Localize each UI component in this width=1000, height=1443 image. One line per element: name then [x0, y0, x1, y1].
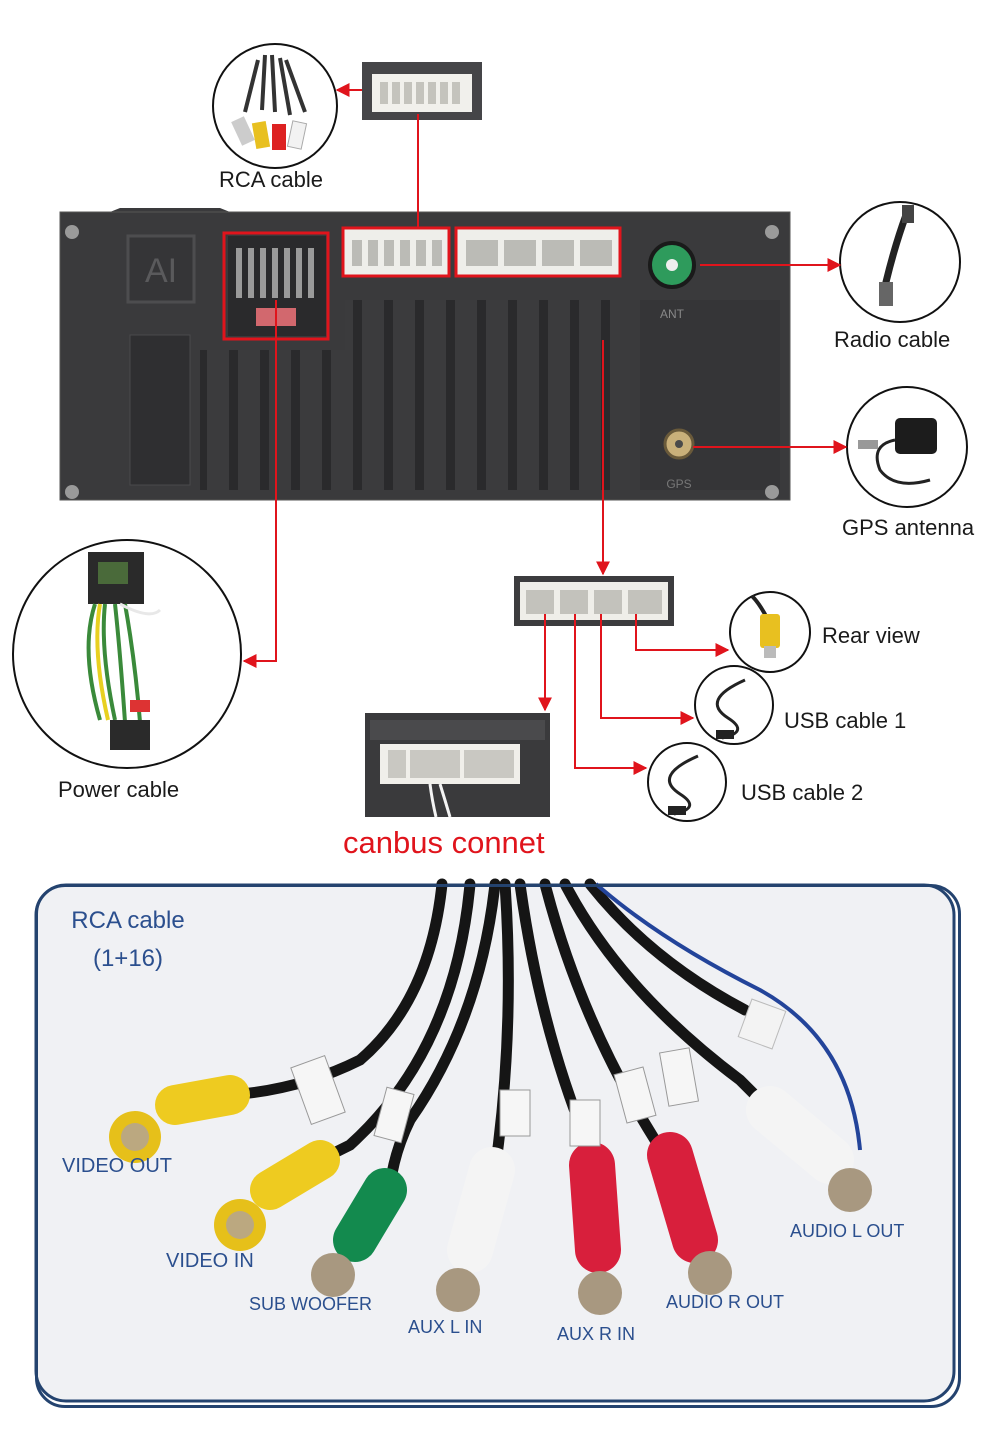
rca-port-connector	[341, 226, 451, 278]
audio-l-out-label: AUDIO L OUT	[790, 1221, 905, 1241]
gps-antenna-thumbnail	[846, 386, 968, 508]
rear-view-thumbnail	[729, 591, 811, 673]
audio-r-out-plug	[647, 1132, 732, 1295]
canbus-usb-port-connector	[454, 226, 622, 278]
gps-port: GPS	[663, 428, 695, 491]
svg-text:ANT: ANT	[660, 307, 685, 321]
video-in-label: VIDEO IN	[166, 1250, 254, 1272]
radio-cable-label: Radio cable	[834, 327, 951, 352]
radio-cable-thumbnail	[839, 201, 961, 323]
power-connector	[222, 231, 330, 341]
usb-cable-1-thumbnail	[694, 665, 774, 745]
aux-l-in-label: AUX L IN	[408, 1317, 483, 1337]
video-in-plug	[214, 1140, 340, 1251]
mounting-screws	[65, 225, 779, 499]
aux-r-in-plug	[569, 1142, 622, 1315]
audio-r-out-label: AUDIO R OUT	[666, 1292, 785, 1312]
audio-l-out-plug	[746, 1086, 872, 1212]
aux-r-in-label: AUX R IN	[557, 1324, 636, 1344]
rear-view-label: Rear view	[822, 623, 920, 648]
rca-panel-title-line2: (1+16)	[92, 945, 164, 972]
usb-cable-2-thumbnail	[647, 742, 727, 822]
power-cable-label: Power cable	[58, 777, 180, 802]
power-cable-thumbnail	[12, 539, 242, 769]
rca-cable-bundle	[109, 878, 872, 1315]
cable-tags	[290, 1047, 700, 1147]
rca-cable-thumbnail	[212, 43, 338, 169]
svg-text:GPS: GPS	[666, 477, 691, 491]
heatsink-fins	[200, 350, 630, 490]
rca-panel-title-line1: RCA cable	[71, 907, 185, 934]
video-out-plug	[109, 1075, 250, 1163]
rca-cable-label: RCA cable	[219, 167, 323, 192]
ant-port: ANT	[648, 241, 696, 321]
sub-woofer-plug	[311, 1168, 407, 1297]
svg-text:AI: AI	[145, 252, 177, 290]
video-out-label: VIDEO OUT	[62, 1155, 173, 1177]
rj-plug-icon	[737, 998, 787, 1050]
usb-cable-1-label: USB cable 1	[784, 708, 907, 733]
head-unit: AI ANT GPS	[59, 208, 791, 501]
rca-panel-title: RCA cable (1+16)	[58, 902, 198, 978]
canbus-label: canbus connet	[343, 825, 545, 860]
sub-woofer-label: SUB WOOFER	[249, 1294, 373, 1314]
usb-cable-2-label: USB cable 2	[741, 780, 864, 805]
gps-antenna-label: GPS antenna	[842, 515, 975, 540]
canbus-photo-inset	[365, 713, 550, 818]
ai-logo: AI	[126, 234, 196, 304]
aux-l-in-plug	[436, 1147, 515, 1312]
canbus-connector-inset	[514, 576, 674, 626]
leader-lines	[242, 83, 848, 775]
rca-connector-inset	[362, 62, 482, 120]
